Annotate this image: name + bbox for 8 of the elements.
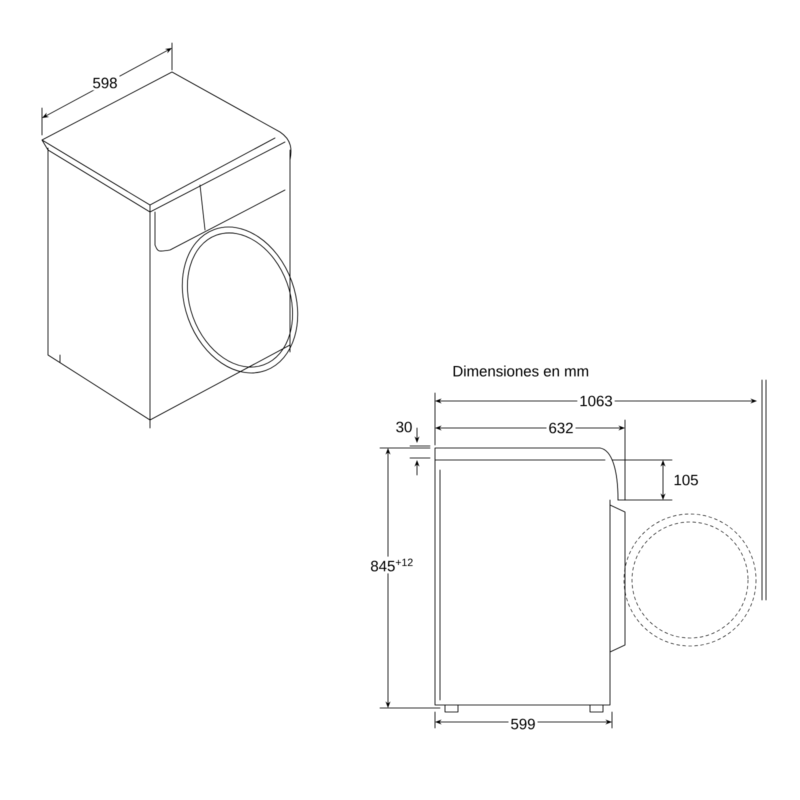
dimension-label: 632 [546, 420, 576, 436]
dimension-label: 105 [674, 474, 698, 486]
note-text: Dimensiones en mm [454, 366, 588, 376]
dimension-label: 30 [396, 422, 412, 432]
dimension-label: 598 [90, 76, 120, 90]
dimension-label: 1063 [577, 394, 615, 408]
dimension-label: 599 [508, 716, 538, 732]
dimension-label: 845$^{+12}$ [368, 556, 416, 574]
